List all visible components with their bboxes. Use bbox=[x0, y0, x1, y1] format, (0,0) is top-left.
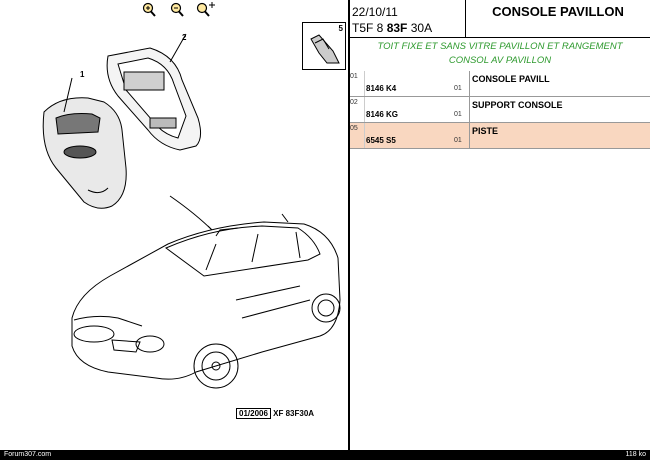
zoom-out-icon[interactable] bbox=[168, 2, 186, 18]
zoom-fit-icon[interactable] bbox=[194, 2, 216, 18]
page-title: CONSOLE PAVILLON bbox=[492, 4, 624, 19]
part-code: 6545 S5 bbox=[366, 136, 396, 145]
inset-number: 5 bbox=[338, 24, 343, 33]
row-number: 01 bbox=[350, 73, 358, 80]
parts-table: 01 8146 K4 01 CONSOLE PAVILL 02 8146 KG … bbox=[350, 71, 650, 149]
exploded-parts-drawing bbox=[42, 33, 341, 389]
file-size: 118 ko bbox=[625, 451, 647, 458]
parts-list-panel: 22/10/11 T5F 8 83F 30A CONSOLE PAVILLON … bbox=[350, 0, 650, 450]
header-reference: T5F 8 83F 30A bbox=[352, 21, 432, 35]
site-name: Forum307.com bbox=[4, 451, 52, 458]
header-date: 22/10/11 bbox=[352, 5, 398, 19]
ref-group: 83F bbox=[386, 21, 408, 35]
row-number: 05 bbox=[350, 125, 358, 132]
zoom-toolbar bbox=[0, 0, 348, 20]
callout-2: 2 bbox=[182, 33, 187, 42]
quantity: 01 bbox=[454, 85, 462, 92]
row-number: 02 bbox=[350, 99, 358, 106]
subtitle-line-1: TOIT FIXE ET SANS VITRE PAVILLON ET RANG… bbox=[377, 41, 623, 52]
quantity: 01 bbox=[454, 111, 462, 118]
part-description: PISTE bbox=[472, 126, 499, 136]
part-code: 8146 KG bbox=[366, 110, 399, 119]
subtitle: TOIT FIXE ET SANS VITRE PAVILLON ET RANG… bbox=[350, 40, 650, 68]
table-row-highlighted[interactable]: 05 6545 S5 01 PISTE bbox=[350, 123, 650, 149]
part-code: 8146 K4 bbox=[366, 84, 397, 93]
drawing-ref: XF 83F30A bbox=[273, 409, 315, 418]
part-description: SUPPORT CONSOLE bbox=[472, 100, 563, 110]
zoom-in-icon[interactable] bbox=[140, 2, 158, 18]
clip-part-icon bbox=[310, 34, 340, 64]
callout-1: 1 bbox=[80, 70, 85, 79]
drawing-code: 01/2006 XF 83F30A bbox=[236, 408, 315, 419]
part-description: CONSOLE PAVILL bbox=[472, 74, 550, 84]
subtitle-line-2: CONSOL AV PAVILLON bbox=[448, 55, 552, 66]
status-bar: Forum307.com 118 ko bbox=[0, 450, 650, 460]
drawing-date-box: 01/2006 bbox=[236, 408, 271, 419]
inset-detail: 5 bbox=[302, 22, 346, 70]
parts-drawing-panel: 1 2 5 01/2006 XF 83F30A bbox=[0, 0, 348, 419]
header-separator bbox=[465, 0, 466, 37]
ref-prefix: T5F 8 bbox=[352, 21, 384, 35]
quantity: 01 bbox=[454, 137, 462, 144]
ref-suffix: 30A bbox=[410, 21, 433, 35]
table-row[interactable]: 01 8146 K4 01 CONSOLE PAVILL bbox=[350, 71, 650, 97]
panel-divider bbox=[348, 0, 350, 450]
parts-header: 22/10/11 T5F 8 83F 30A CONSOLE PAVILLON bbox=[350, 0, 650, 38]
table-row[interactable]: 02 8146 KG 01 SUPPORT CONSOLE bbox=[350, 97, 650, 123]
